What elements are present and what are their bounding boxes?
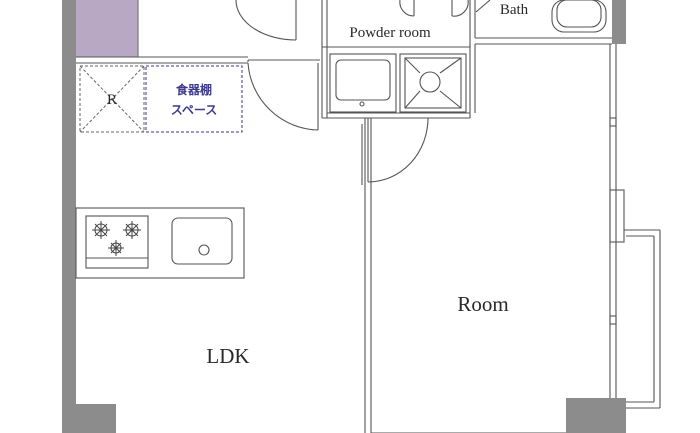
label-powder-room: Powder room [349,25,431,41]
top-door-swings [235,0,469,41]
kitchen-door [247,59,320,131]
walls [62,0,626,433]
label-bath: Bath [500,2,529,18]
fridge-space [79,65,145,133]
powder-fixtures [329,53,467,113]
fridge-label: R [107,92,117,108]
storage-area [76,0,138,57]
left-wall [62,0,76,433]
bottom-left-column [62,404,116,433]
room-door [367,117,429,183]
stove-burners [92,221,141,256]
kitchen-counter [75,207,245,279]
right-upper-wall [612,0,626,44]
partitions [76,0,617,433]
window-balcony [609,117,661,409]
label-ldk: LDK [206,344,249,368]
label-room: Room [457,292,508,316]
bottom-right-column [566,398,626,433]
bath-fixtures [475,0,607,33]
cupboard-label-line1: 食器棚 [175,82,212,97]
cupboard-label-line2: スペース [171,103,218,117]
cupboard-space [145,65,243,133]
